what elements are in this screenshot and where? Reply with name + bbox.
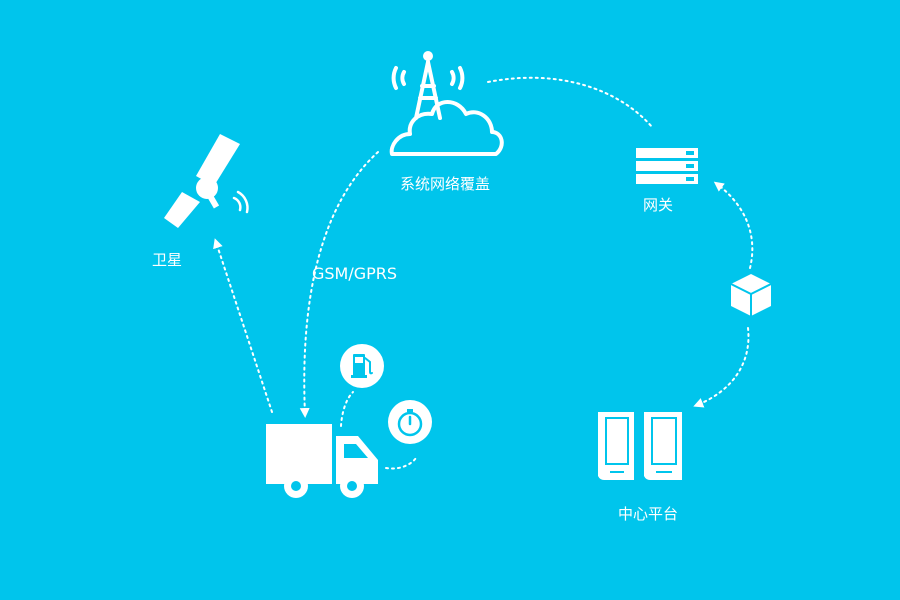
gsm-gprs-label: GSM/GPRS — [312, 264, 398, 283]
link-network-to-truck — [299, 151, 379, 418]
cube-icon — [730, 274, 772, 316]
link-tower-to-gateway — [487, 76, 653, 128]
speedometer-icon — [388, 400, 432, 444]
network-label: 系统网络覆盖 — [400, 175, 491, 193]
truck-icon — [266, 424, 378, 498]
fuel-pump-icon — [340, 344, 384, 388]
satellite-label: 卫星 — [152, 251, 183, 269]
link-truck-to-speed — [385, 457, 417, 470]
gateway-label: 网关 — [643, 196, 674, 214]
server-cabinets-icon — [598, 412, 682, 480]
cell-tower-cloud-icon — [389, 51, 504, 156]
platform-label: 中心平台 — [618, 505, 679, 523]
link-truck-to-satellite — [213, 238, 273, 413]
link-cube-to-platform — [693, 327, 750, 408]
server-rack-icon — [636, 148, 698, 184]
satellite-icon — [164, 134, 249, 228]
link-cube-to-gateway — [713, 181, 754, 269]
